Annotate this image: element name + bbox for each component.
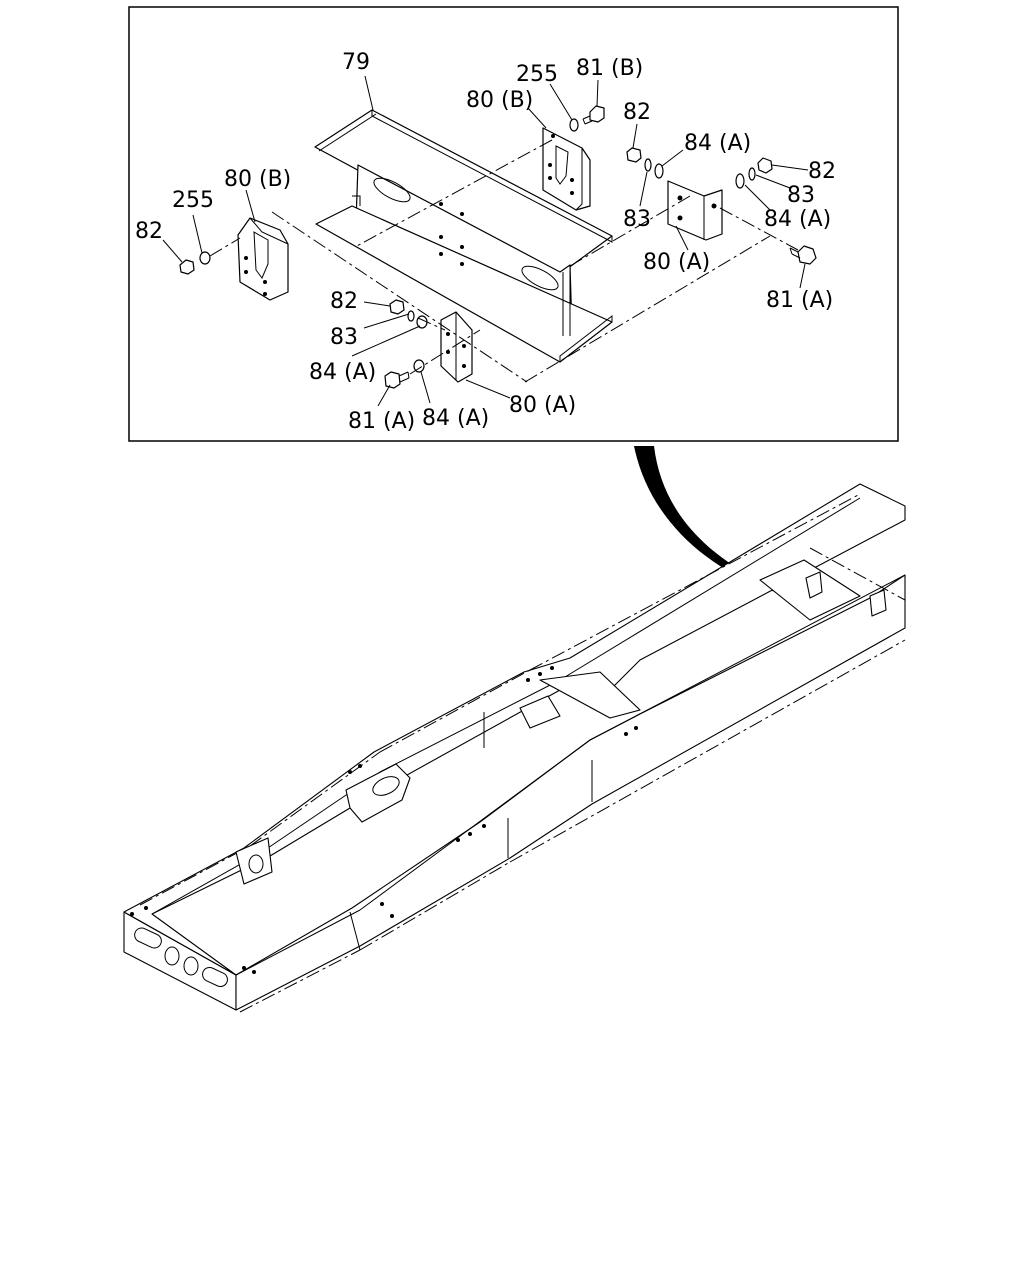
- lockwasher-83-bottom: [407, 310, 415, 322]
- callout-84a-right: 84 (A): [764, 207, 831, 232]
- leader-lines: [162, 75, 809, 407]
- assembly-center-lines: [209, 139, 799, 383]
- fasteners: [179, 105, 817, 389]
- callout-255-right: 255: [516, 62, 558, 87]
- lockwasher-83-right: [748, 167, 756, 181]
- callout-81a-bottom: 81 (A): [348, 409, 415, 434]
- mount-location: [805, 571, 823, 599]
- left-side-rail: [123, 483, 906, 976]
- callout-82-right: 82: [808, 159, 836, 184]
- callout-79: 79: [342, 50, 370, 75]
- callout-255-left: 255: [172, 188, 214, 213]
- callout-83-bottom: 83: [330, 325, 358, 350]
- callout-80b-right: 80 (B): [466, 88, 533, 113]
- nut-82-bottom: [389, 299, 405, 315]
- callout-80a-right: 80 (A): [643, 250, 710, 275]
- bolt-81a-bottom: [384, 371, 410, 389]
- callout-82-bottom: 82: [330, 289, 358, 314]
- gusset-front: [235, 837, 273, 885]
- washer-84a-top: [654, 163, 664, 179]
- detail-pointer: [634, 446, 806, 600]
- washer-84a-bottom: [413, 359, 425, 373]
- chassis-frame: [123, 483, 906, 1013]
- callout-82-top: 82: [623, 100, 651, 125]
- callout-83-right: 83: [787, 183, 815, 208]
- lockwasher-83-mid: [644, 158, 652, 172]
- rear-bracket: [869, 589, 887, 617]
- nut-82-top: [626, 147, 642, 163]
- nut-82-left: [179, 259, 195, 275]
- nut-82-right: [757, 157, 773, 174]
- bolt-81a-right: [789, 245, 817, 265]
- callout-80a-bottom: 80 (A): [509, 393, 576, 418]
- bracket-80b-right: [542, 127, 591, 211]
- bracket-center: [519, 695, 561, 729]
- callouts: 79 255 81 (B) 80 (B) 82 84 (A) 82 83 83 …: [135, 50, 836, 434]
- callout-81b: 81 (B): [576, 56, 643, 81]
- frame-rivets: [130, 666, 638, 974]
- callout-81a-right: 81 (A): [766, 288, 833, 313]
- front-crossmember: [123, 911, 237, 1011]
- crossmember-2: [345, 763, 411, 823]
- washer-84a-right: [735, 173, 745, 189]
- washer-255-right: [569, 118, 579, 132]
- callout-80b-left: 80 (B): [224, 167, 291, 192]
- callout-83-mid: 83: [623, 207, 651, 232]
- washer-255-left: [199, 251, 211, 265]
- detail-view: 79 255 81 (B) 80 (B) 82 84 (A) 82 83 83 …: [128, 6, 899, 442]
- bracket-80b-left: [237, 217, 289, 301]
- bracket-80a-right: [667, 180, 723, 241]
- bolt-81b: [582, 105, 605, 125]
- crossmember-79: [314, 109, 613, 363]
- crossmember-3: [539, 671, 641, 719]
- callout-84a-top: 84 (A): [684, 131, 751, 156]
- callout-84a-bottom: 84 (A): [422, 406, 489, 431]
- callout-84a-bottom-left: 84 (A): [309, 360, 376, 385]
- callout-82-left: 82: [135, 219, 163, 244]
